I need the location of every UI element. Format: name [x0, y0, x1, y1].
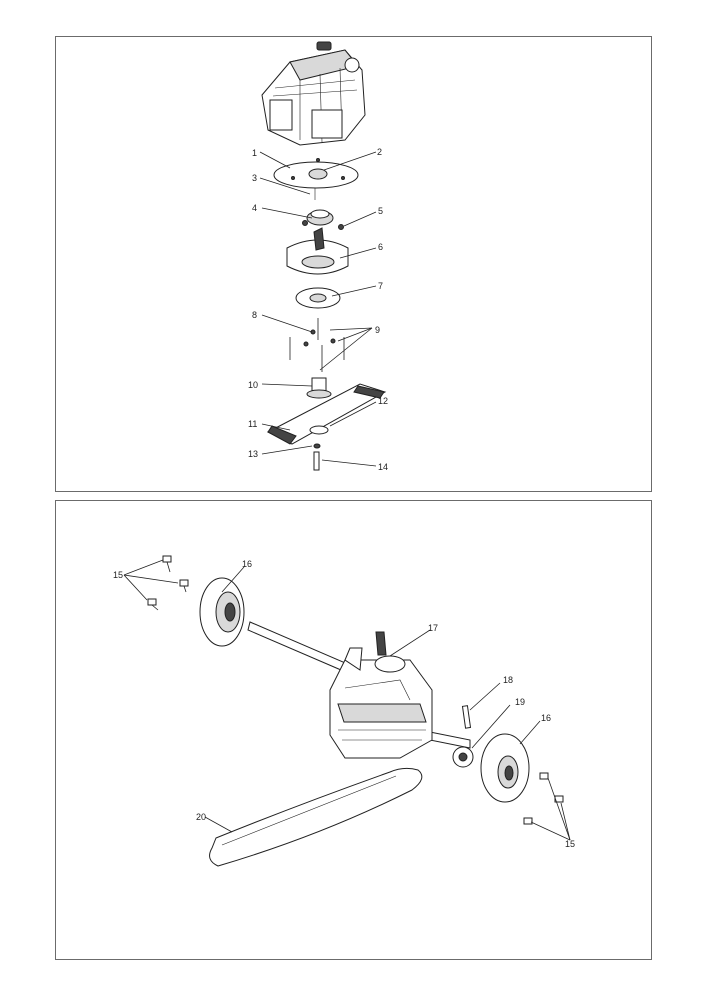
drive-belt: [209, 767, 423, 867]
wheel-bolts-right: [523, 772, 564, 825]
callout-7: 7: [378, 281, 383, 291]
blade-hub-adapter: [302, 209, 344, 230]
callout-14: 14: [378, 462, 388, 472]
callout-10: 10: [248, 380, 258, 390]
drive-sprocket: [452, 746, 474, 768]
callout-16-left: 16: [242, 559, 252, 569]
bolts-set: [289, 318, 345, 372]
engine: [261, 41, 366, 146]
callout-2: 2: [377, 147, 382, 157]
callout-12: 12: [378, 396, 388, 406]
callout-9: 9: [375, 325, 380, 335]
callout-6: 6: [378, 242, 383, 252]
bottom-leader-lines: [123, 559, 571, 841]
blade-bolt: [313, 451, 320, 471]
callout-18: 18: [503, 675, 513, 685]
callout-19: 19: [515, 697, 525, 707]
callout-17: 17: [428, 623, 438, 633]
key-pin: [461, 705, 472, 729]
top-callouts: 1 2 3 4 5 6 7 8 9 10 11 12 13 14: [248, 147, 388, 472]
drive-wheel-hub-right: [480, 733, 530, 803]
washer: [309, 425, 329, 449]
callout-13: 13: [248, 449, 258, 459]
drive-wheel-hub-left: [199, 577, 245, 647]
blade-adapter-plate: [295, 287, 341, 309]
callout-15-left: 15: [113, 570, 123, 580]
callout-16-right: 16: [541, 713, 551, 723]
transmission-gearbox: [329, 631, 433, 759]
callout-8: 8: [252, 310, 257, 320]
wheel-bolts-left: [147, 555, 189, 611]
callout-1: 1: [252, 148, 257, 158]
mower-blade: [266, 383, 387, 445]
callout-15-right: 15: [565, 839, 575, 849]
brake-housing: [286, 227, 349, 275]
callout-5: 5: [378, 206, 383, 216]
callout-3: 3: [252, 173, 257, 183]
callout-20: 20: [196, 812, 206, 822]
top-leader-lines: [259, 151, 377, 467]
callout-11: 11: [248, 419, 257, 429]
bottom-callouts: 15 16 17 18 19 16 15 20: [113, 559, 575, 849]
engine-mounting-plate: [273, 158, 359, 200]
callout-4: 4: [252, 203, 257, 213]
blade-hub: [306, 377, 332, 399]
